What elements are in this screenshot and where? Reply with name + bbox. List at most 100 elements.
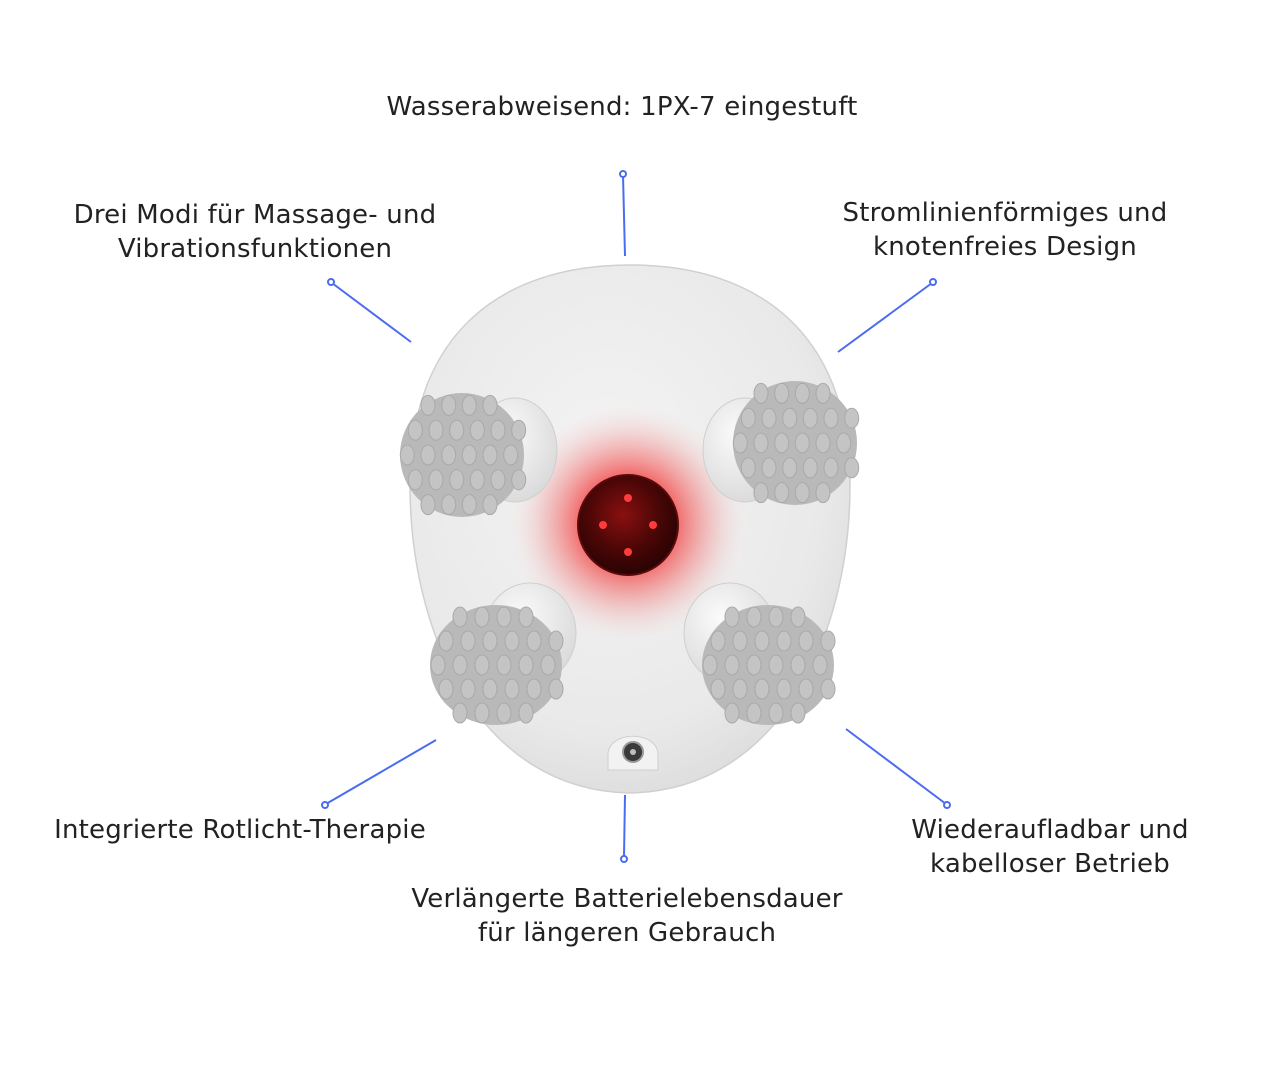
massage-node-spike: [732, 678, 748, 700]
massage-node-spike: [812, 654, 828, 676]
feature-modes-label: Drei Modi für Massage- und Vibrationsfun…: [40, 198, 470, 266]
massage-node-spike: [774, 382, 790, 404]
massage-node-spike: [753, 382, 769, 404]
massage-node-spike: [740, 407, 756, 429]
massage-node-spike: [746, 606, 762, 628]
massage-node-spike: [823, 407, 839, 429]
feature-battery-label: Verlängerte Batterielebensdauer für läng…: [372, 882, 882, 950]
massage-node-spike: [794, 482, 810, 504]
massage-node-spike: [490, 469, 506, 491]
massage-node-spike: [768, 702, 784, 724]
massage-node-spike: [452, 654, 468, 676]
massage-node-spike: [452, 606, 468, 628]
massage-node-bottom-right: [702, 605, 836, 725]
massage-node-spike: [428, 469, 444, 491]
massage-node-spike: [798, 678, 814, 700]
massage-node-spike: [724, 654, 740, 676]
massage-node-spike: [753, 482, 769, 504]
massage-node-spike: [776, 678, 792, 700]
massage-node-spike: [746, 702, 762, 724]
massage-node-spike: [482, 394, 498, 416]
massage-node-spike: [548, 678, 564, 700]
feature-modes-line-2: Vibrationsfunktionen: [117, 234, 393, 264]
massage-node-spike: [774, 482, 790, 504]
massage-node-spike: [724, 702, 740, 724]
massage-node-spike: [798, 630, 814, 652]
massage-node-spike: [710, 678, 726, 700]
massage-node-spike: [702, 654, 718, 676]
massage-node-spike: [420, 394, 436, 416]
massage-node-spike: [438, 678, 454, 700]
massage-node-spike: [815, 432, 831, 454]
massage-node-spike: [815, 482, 831, 504]
massage-node-spike: [768, 606, 784, 628]
connector-bottom-left: [321, 739, 437, 809]
massage-node-spike: [482, 494, 498, 516]
massage-node-spike: [438, 630, 454, 652]
massage-node-spike: [794, 382, 810, 404]
massage-node-spike: [474, 702, 490, 724]
massage-node-spike: [724, 606, 740, 628]
massage-node-spike: [460, 678, 476, 700]
massage-node-spike: [441, 444, 457, 466]
massage-node-spike: [518, 654, 534, 676]
charging-port-pin: [630, 749, 636, 755]
massage-node-spike: [740, 457, 756, 479]
massage-node-spike: [802, 457, 818, 479]
massage-node-spike: [490, 419, 506, 441]
massage-node-spike: [823, 457, 839, 479]
massage-node-spike: [802, 407, 818, 429]
massage-node-spike: [518, 702, 534, 724]
feature-redlight-label: Integrierte Rotlicht-Therapie: [20, 813, 460, 847]
massage-node-spike: [790, 606, 806, 628]
massage-node-spike: [844, 457, 860, 479]
massage-node-spike: [511, 419, 527, 441]
massage-node-spike: [776, 630, 792, 652]
massage-node-spike: [732, 630, 748, 652]
massager-device-image: [399, 264, 860, 794]
massage-node-top-left: [399, 393, 527, 517]
massage-node-spike: [407, 469, 423, 491]
massage-node-top-right: [732, 381, 860, 505]
massage-node-spike: [482, 444, 498, 466]
connector-bottom: [620, 794, 628, 863]
connector-bottom-right: [845, 728, 951, 809]
massage-node-spike: [399, 444, 415, 466]
feature-battery-line-2: für längeren Gebrauch: [477, 918, 777, 948]
feature-rechargeable-line-2: kabelloser Betrieb: [930, 849, 1170, 879]
red-led-dots: [599, 494, 657, 556]
massage-node-bottom-left: [430, 605, 564, 725]
massage-node-spike: [461, 444, 477, 466]
massage-node-spike: [420, 444, 436, 466]
feature-design-line-2: knotenfreies Design: [873, 232, 1137, 262]
massage-node-spike: [794, 432, 810, 454]
massage-node-spike: [430, 654, 446, 676]
massage-node-spike: [461, 494, 477, 516]
feature-redlight-text: Integrierte Rotlicht-Therapie: [54, 815, 426, 845]
massage-node-spike: [469, 419, 485, 441]
massage-node-spike: [449, 419, 465, 441]
massage-node-spike: [452, 702, 468, 724]
massage-node-spike: [526, 630, 542, 652]
massage-node-spike: [504, 678, 520, 700]
feature-rechargeable-line-1: Wiederaufladbar und: [911, 815, 1189, 845]
feature-design-label: Stromlinienförmiges und knotenfreies Des…: [790, 196, 1220, 264]
massage-node-spike: [496, 654, 512, 676]
massage-node-spike: [768, 654, 784, 676]
massage-node-spike: [441, 494, 457, 516]
feature-battery-line-1: Verlängerte Batterielebensdauer: [411, 884, 843, 914]
massage-node-spike: [782, 407, 798, 429]
massage-node-spike: [844, 407, 860, 429]
massage-node-spike: [746, 654, 762, 676]
massage-node-spike: [460, 630, 476, 652]
massage-node-spike: [782, 457, 798, 479]
feature-modes-line-1: Drei Modi für Massage- und: [73, 200, 437, 230]
massage-node-spike: [836, 432, 852, 454]
massage-node-spike: [420, 494, 436, 516]
massage-node-spike: [503, 444, 519, 466]
massage-node-spike: [496, 606, 512, 628]
connector-top-right: [837, 278, 937, 353]
massage-node-spike: [511, 469, 527, 491]
massage-node-spike: [449, 469, 465, 491]
